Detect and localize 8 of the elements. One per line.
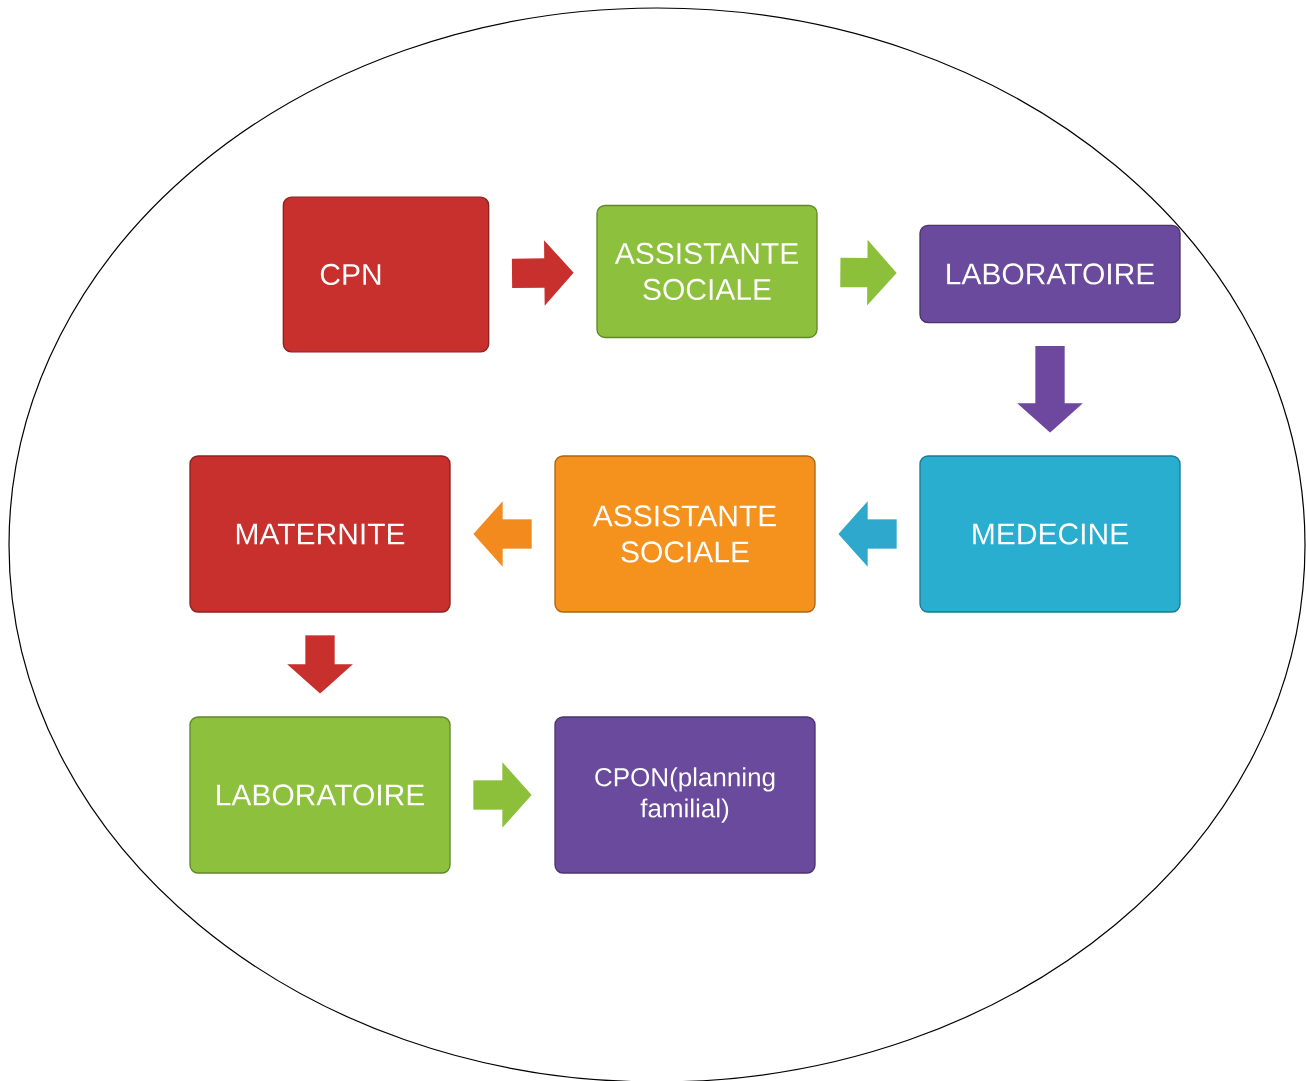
process-box: ASSISTANTE SOCIALE (554, 455, 816, 613)
process-box: CPON(planning familial) (554, 716, 816, 874)
process-box: CPN (282, 196, 490, 353)
process-box: LABORATOIRE (919, 224, 1181, 324)
process-box: LABORATOIRE (189, 716, 451, 874)
process-box: MEDECINE (919, 455, 1181, 613)
process-box: ASSISTANTE SOCIALE (596, 204, 818, 339)
process-box: MATERNITE (189, 455, 451, 613)
